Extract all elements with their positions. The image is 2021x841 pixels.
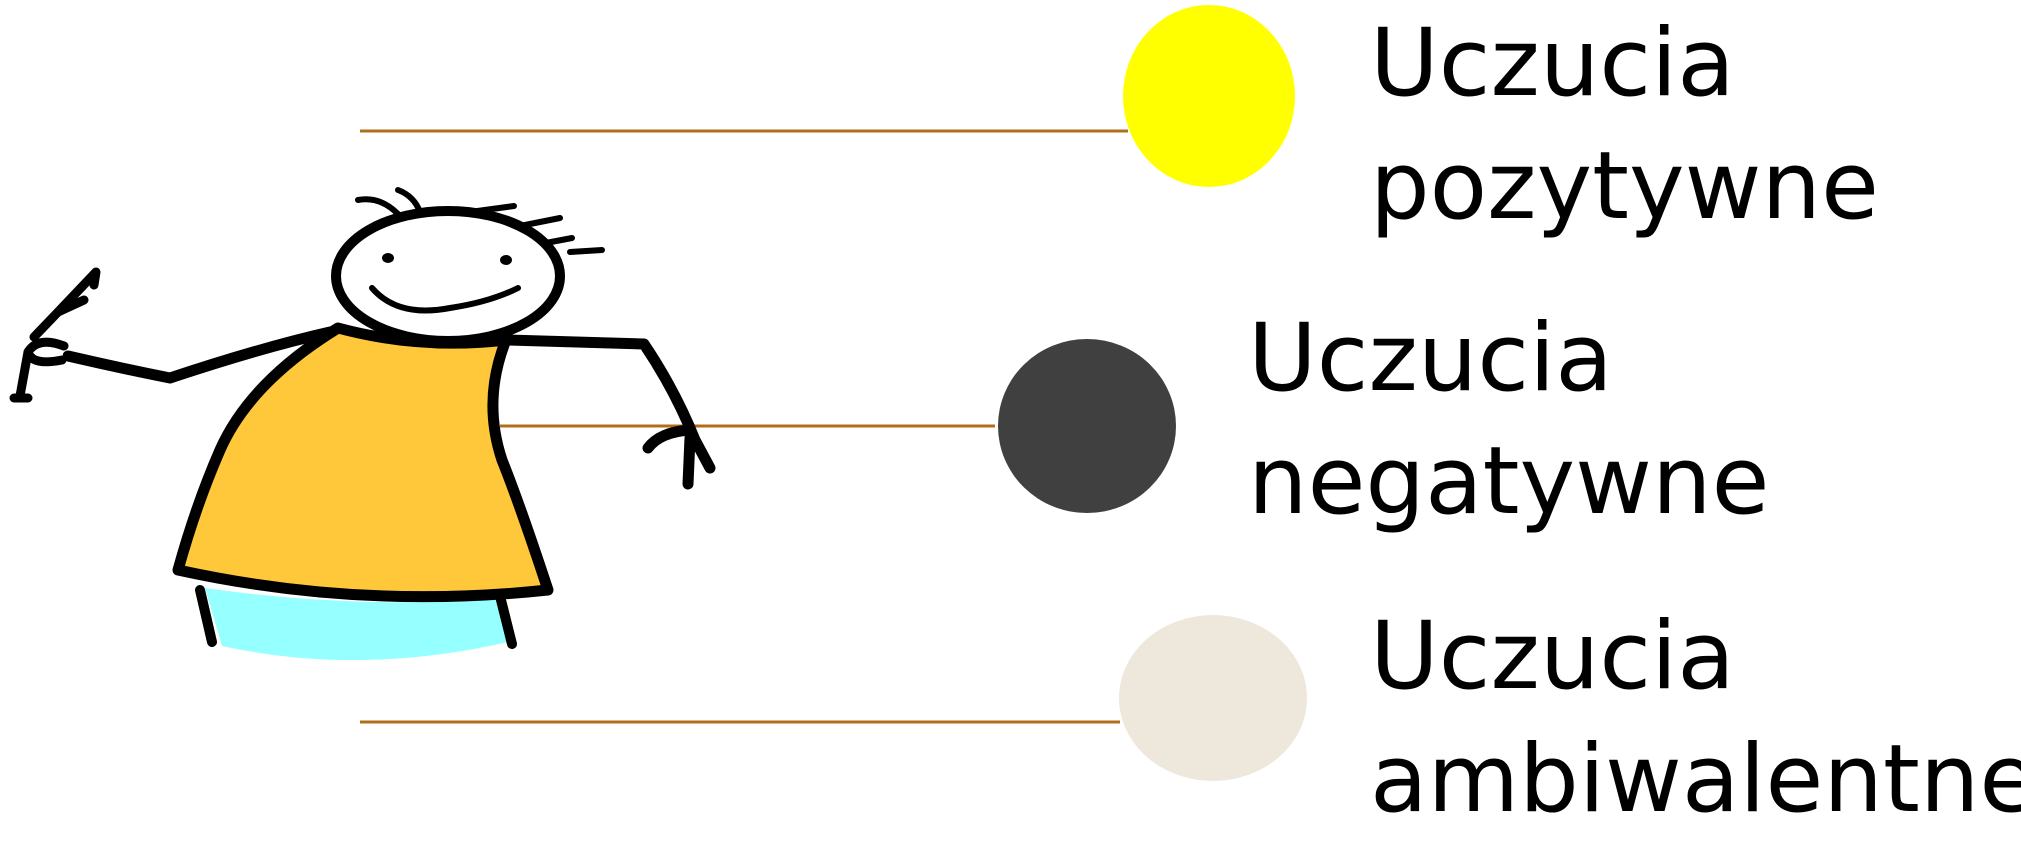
paintbrush-icon <box>9 267 101 403</box>
label-positive-line1: Uczucia <box>1370 9 1735 118</box>
feelings-diagram: Uczucia pozytywne Uczucia negatywne Uczu… <box>9 2 2021 834</box>
label-positive-line2: pozytywne <box>1370 132 1879 241</box>
label-ambivalent: Uczucia ambiwalentne <box>1370 595 2021 841</box>
label-ambivalent-line2: ambiwalentne <box>1370 725 2021 834</box>
figure-shirt <box>172 322 554 603</box>
label-negative: Uczucia negatywne <box>1248 297 1769 543</box>
figure-left-hand <box>23 337 69 367</box>
figure-shorts <box>205 588 508 661</box>
circle-positive <box>1123 5 1295 187</box>
figure-eye-left <box>382 253 394 263</box>
figure-smile <box>369 285 521 314</box>
figure-hair <box>355 187 605 255</box>
figure-legs <box>195 585 517 649</box>
circle-negative <box>998 339 1176 513</box>
label-negative-line1: Uczucia <box>1248 304 1613 413</box>
diagram-canvas <box>9 5 1307 781</box>
cartoon-figure <box>9 187 716 661</box>
circle-ambivalent <box>1119 615 1307 781</box>
figure-head <box>331 206 565 346</box>
figure-eye-right <box>500 255 512 265</box>
figure-right-arm <box>500 334 716 490</box>
figure-left-arm <box>62 326 336 384</box>
label-ambivalent-line1: Uczucia <box>1370 602 1735 711</box>
label-negative-line2: negatywne <box>1248 427 1770 536</box>
label-positive: Uczucia pozytywne <box>1370 2 1879 248</box>
